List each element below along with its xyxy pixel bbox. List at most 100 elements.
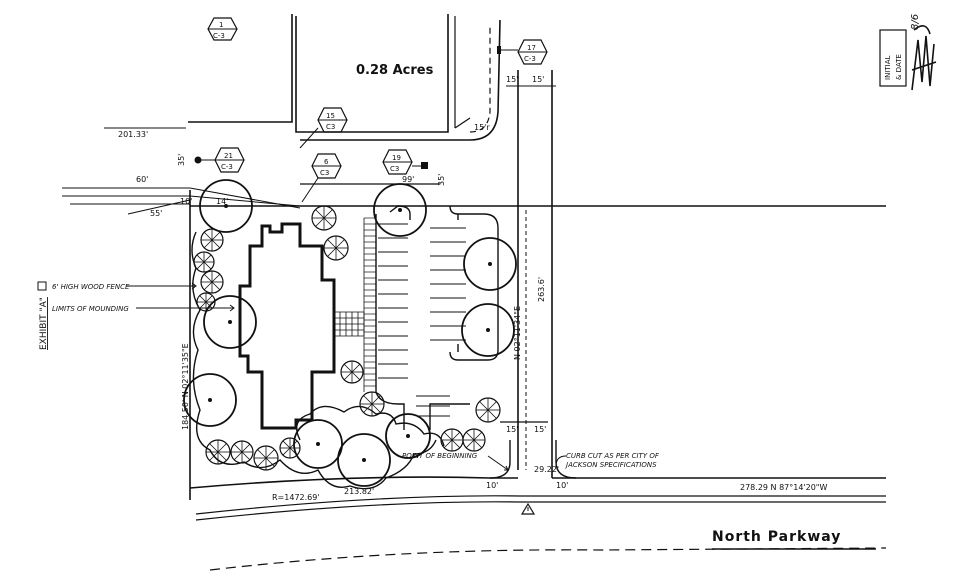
dim-right-bearing: N 02°11'34"E bbox=[513, 306, 522, 360]
tree-trunk bbox=[362, 458, 366, 462]
shrub-spoke bbox=[211, 231, 221, 241]
tree-canopy bbox=[337, 433, 391, 487]
shrub-spoke bbox=[473, 431, 483, 441]
dim-bottom-bearing: 278.29 N 87°14'20"W bbox=[740, 483, 827, 492]
shrub-spoke bbox=[203, 254, 212, 263]
dim-10-left: 10' bbox=[486, 481, 498, 490]
shrub-spoke bbox=[327, 247, 337, 257]
svg-text:19: 19 bbox=[392, 154, 401, 162]
tree-trunk bbox=[228, 320, 232, 324]
right-road-edges bbox=[506, 70, 556, 478]
shrub-spoke bbox=[465, 439, 475, 449]
shrub-spoke bbox=[211, 273, 221, 283]
adjacent-lot-outline bbox=[188, 14, 501, 141]
shrub-spoke bbox=[363, 395, 373, 405]
shrub-spoke bbox=[473, 439, 483, 449]
tree-trunk bbox=[208, 398, 212, 402]
dim-99: 99' bbox=[402, 175, 414, 184]
note-point-of-beginning: POINT OF BEGINNING bbox=[402, 452, 509, 471]
dim-15r: 15'r bbox=[474, 123, 490, 132]
shrub-spoke bbox=[217, 451, 227, 461]
shrub-spoke bbox=[451, 439, 461, 449]
svg-text:C3: C3 bbox=[320, 169, 329, 177]
svg-text:CURB CUT AS PER CITY OF: CURB CUT AS PER CITY OF bbox=[566, 452, 660, 460]
dim-14: 14' bbox=[216, 197, 228, 206]
tree-canopy bbox=[199, 179, 253, 233]
north-parkway-road bbox=[189, 421, 887, 571]
shrub-spoke bbox=[233, 443, 243, 453]
shrub-spoke bbox=[205, 295, 213, 303]
svg-text:C3: C3 bbox=[326, 123, 335, 131]
tree-trunk bbox=[316, 442, 320, 446]
tree-canopy bbox=[203, 295, 257, 349]
dim-10-right: 10' bbox=[556, 481, 568, 490]
shrub-spoke bbox=[343, 371, 353, 381]
shrub-spoke bbox=[487, 409, 497, 419]
svg-text:21: 21 bbox=[224, 152, 233, 160]
shrub-spoke bbox=[315, 217, 325, 227]
shrub-spoke bbox=[196, 254, 205, 263]
svg-text:JACKSON SPECIFICATIONS: JACKSON SPECIFICATIONS bbox=[564, 461, 657, 469]
tree-canopy bbox=[385, 413, 431, 459]
building-footprint bbox=[238, 222, 336, 430]
dim-29-22: 29.22' bbox=[534, 465, 559, 474]
parking-stalls bbox=[378, 223, 466, 417]
stamp-line1: INITIAL bbox=[884, 56, 892, 80]
shrub-spoke bbox=[282, 440, 291, 449]
walkway-paving bbox=[333, 217, 376, 392]
shrub-spoke bbox=[487, 401, 497, 411]
shrub-spoke bbox=[241, 443, 251, 453]
svg-text:C-3: C-3 bbox=[221, 163, 233, 171]
dim-15-top-a: 15' bbox=[506, 75, 518, 84]
shrub-spoke bbox=[257, 457, 267, 467]
svg-text:8/6: 8/6 bbox=[910, 14, 921, 30]
svg-text:15: 15 bbox=[326, 112, 335, 120]
callout-15-c3: 15 C3 bbox=[299, 107, 348, 149]
shrub-spoke bbox=[371, 403, 381, 413]
lot-area-label: 0.28 Acres bbox=[356, 63, 434, 78]
svg-text:1: 1 bbox=[219, 21, 223, 29]
shrub-spoke bbox=[217, 443, 227, 453]
shrub-spoke bbox=[443, 431, 453, 441]
dim-left-bearing: 184.50' N 02°11'35"E bbox=[181, 343, 190, 430]
dim-setback-60: 60' bbox=[136, 175, 148, 184]
shrub-spoke bbox=[233, 451, 243, 461]
shrub-spoke bbox=[199, 295, 207, 303]
shrub-spoke bbox=[265, 449, 275, 459]
dim-arc-radius: R=1472.69' bbox=[272, 493, 320, 502]
shrub-spoke bbox=[205, 301, 213, 309]
shrub-spoke bbox=[241, 451, 251, 461]
shrub-spoke bbox=[282, 447, 291, 456]
dim-arc-length: 213.82' bbox=[344, 487, 374, 496]
note-curb-cut: CURB CUT AS PER CITY OF JACKSON SPECIFIC… bbox=[555, 452, 660, 469]
shrub-spoke bbox=[211, 281, 221, 291]
tree-trunk bbox=[406, 434, 410, 438]
dim-35-right: 35' bbox=[437, 174, 446, 186]
callout-19-c3: 19 C3 bbox=[382, 149, 428, 175]
shrub-spoke bbox=[371, 395, 381, 405]
street-name: North Parkway bbox=[712, 529, 841, 545]
svg-text:C-3: C-3 bbox=[213, 32, 225, 40]
shrub-spoke bbox=[203, 261, 212, 270]
dim-55: 55' bbox=[150, 209, 162, 218]
callout-6-c3: 6 C3 bbox=[301, 153, 342, 203]
tree-canopy bbox=[373, 183, 427, 237]
shrub-spoke bbox=[203, 281, 213, 291]
tree-canopy bbox=[183, 373, 237, 427]
shrub-spoke bbox=[327, 239, 337, 249]
shrub-spoke bbox=[199, 301, 207, 309]
tree-trunk bbox=[224, 204, 228, 208]
dim-right-length: 263.6' bbox=[537, 277, 546, 302]
shrub-spoke bbox=[451, 431, 461, 441]
shrub-spoke bbox=[203, 273, 213, 283]
shrub-spoke bbox=[343, 363, 353, 373]
shrub-spoke bbox=[257, 449, 267, 459]
initial-date-stamp: INITIAL & DATE 8/6 bbox=[879, 14, 937, 91]
shrub-spoke bbox=[211, 239, 221, 249]
dim-15-bottom-a: 15' bbox=[506, 425, 518, 434]
exhibit-label: EXHIBIT "A" bbox=[39, 297, 49, 350]
tree-canopies bbox=[183, 179, 517, 487]
shrub-spoke bbox=[209, 443, 219, 453]
svg-text:C3: C3 bbox=[390, 165, 399, 173]
